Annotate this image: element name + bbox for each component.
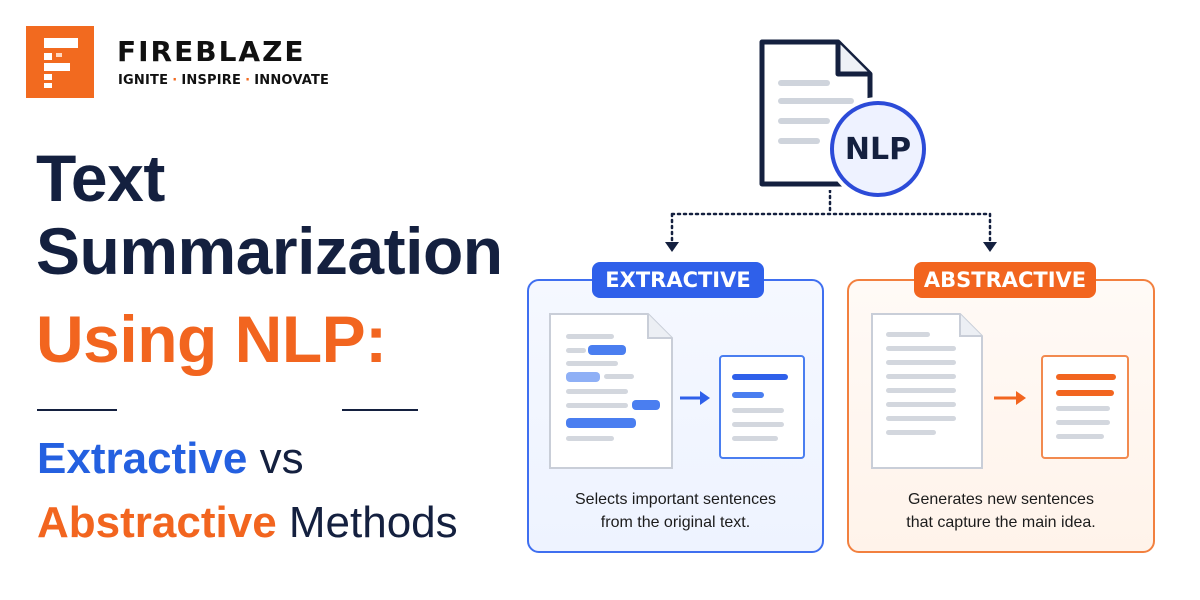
brand-tagline: IGNITE·INSPIRE·INNOVATE — [118, 73, 329, 88]
subtitle-line-2: Abstractive Methods — [37, 501, 458, 545]
tagline-word: INSPIRE — [181, 73, 242, 88]
abstractive-word: Abstractive — [37, 498, 277, 547]
caption-line: from the original text. — [600, 514, 751, 531]
tagline-separator: · — [245, 73, 251, 88]
document-to-new-summary-icon — [871, 313, 1129, 469]
extractive-label: EXTRACTIVE — [592, 262, 764, 298]
title-line-1: Text — [36, 141, 165, 215]
highlighted-document-to-summary-icon — [549, 313, 805, 469]
caption-line: that capture the main idea. — [906, 514, 1096, 531]
abstractive-label: ABSTRACTIVE — [914, 262, 1096, 298]
divider-left — [37, 409, 117, 411]
tagline-word: INNOVATE — [254, 73, 330, 88]
branch-connector — [665, 190, 997, 252]
caption-line: Generates new sentences — [908, 491, 1094, 508]
divider-right — [342, 409, 418, 411]
title-line-3: Using NLP: — [36, 302, 387, 376]
caption-line: Selects important sentences — [575, 491, 776, 508]
methods-word: Methods — [276, 498, 458, 547]
subtitle-line-1: Extractive vs — [37, 437, 304, 481]
extractive-caption: Selects important sentences from the ori… — [530, 488, 821, 534]
title-line-2: Summarization — [36, 214, 503, 288]
fireblaze-logo-icon — [26, 26, 94, 98]
extractive-word: Extractive — [37, 434, 248, 483]
tagline-word: IGNITE — [118, 73, 169, 88]
brand-name: FIREBLAZE — [117, 35, 306, 68]
nlp-node: NLP — [830, 101, 926, 197]
tagline-separator: · — [172, 73, 178, 88]
vs-word: vs — [247, 434, 304, 483]
abstractive-caption: Generates new sentences that capture the… — [850, 488, 1152, 534]
